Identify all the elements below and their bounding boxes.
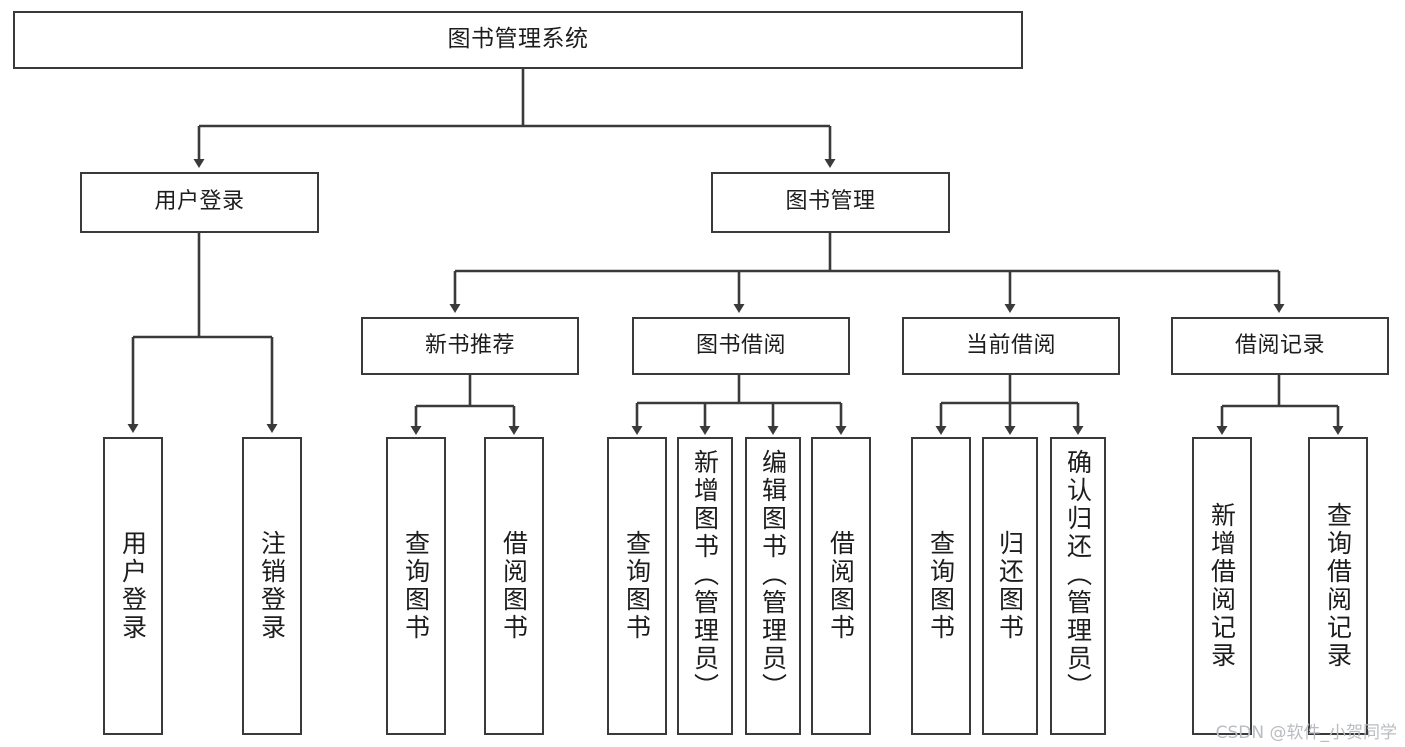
node-label: 查询图书 [401,530,431,642]
leaf-query-book-current[interactable]: 查询图书 [911,437,971,735]
leaf-user-login[interactable]: 用户登录 [103,437,163,735]
leaf-add-borrow-record[interactable]: 新增借阅记录 [1192,437,1252,735]
node-label: 图书管理系统 [447,26,589,53]
leaf-logout[interactable]: 注销登录 [242,437,302,735]
leaf-borrow-book-borrow[interactable]: 借阅图书 [811,437,871,735]
node-label: 当前借阅 [965,332,1056,358]
node-label: 新书推荐 [424,332,515,358]
node-label: 查询借阅记录 [1323,502,1353,670]
node-root-book-management-system[interactable]: 图书管理系统 [13,11,1023,69]
node-label: 图书借阅 [695,332,786,358]
csdn-watermark: CSDN @软件_小贺同学 [1215,723,1397,743]
leaf-query-borrow-record[interactable]: 查询借阅记录 [1308,437,1368,735]
node-book-management[interactable]: 图书管理 [711,172,950,233]
node-new-book-recommendation[interactable]: 新书推荐 [361,317,579,375]
node-borrowing-record[interactable]: 借阅记录 [1171,317,1389,375]
node-label: 查询图书 [622,530,652,642]
node-label: 借阅记录 [1234,332,1325,358]
node-label: 编辑图书（管理员） [758,449,788,701]
node-current-borrowing[interactable]: 当前借阅 [902,317,1120,375]
node-book-borrowing[interactable]: 图书借阅 [632,317,850,375]
node-label: 用户登录 [118,530,148,642]
node-label: 图书管理 [785,189,876,215]
leaf-edit-book-admin[interactable]: 编辑图书（管理员） [745,437,801,735]
leaf-add-book-admin[interactable]: 新增图书（管理员） [677,437,733,735]
node-label: 确认归还（管理员） [1063,449,1093,701]
node-label: 借阅图书 [499,530,529,642]
node-label: 借阅图书 [826,530,856,642]
leaf-query-book-recommend[interactable]: 查询图书 [386,437,446,735]
leaf-confirm-return-admin[interactable]: 确认归还（管理员） [1050,437,1106,735]
leaf-borrow-book-recommend[interactable]: 借阅图书 [484,437,544,735]
leaf-return-book[interactable]: 归还图书 [982,437,1038,735]
node-label: 用户登录 [154,189,245,215]
node-user-login[interactable]: 用户登录 [80,172,319,233]
node-label: 归还图书 [995,530,1025,642]
node-label: 新增图书（管理员） [690,449,720,701]
node-label: 注销登录 [257,530,287,642]
node-label: 查询图书 [926,530,956,642]
leaf-query-book-borrow[interactable]: 查询图书 [607,437,667,735]
node-label: 新增借阅记录 [1207,502,1237,670]
